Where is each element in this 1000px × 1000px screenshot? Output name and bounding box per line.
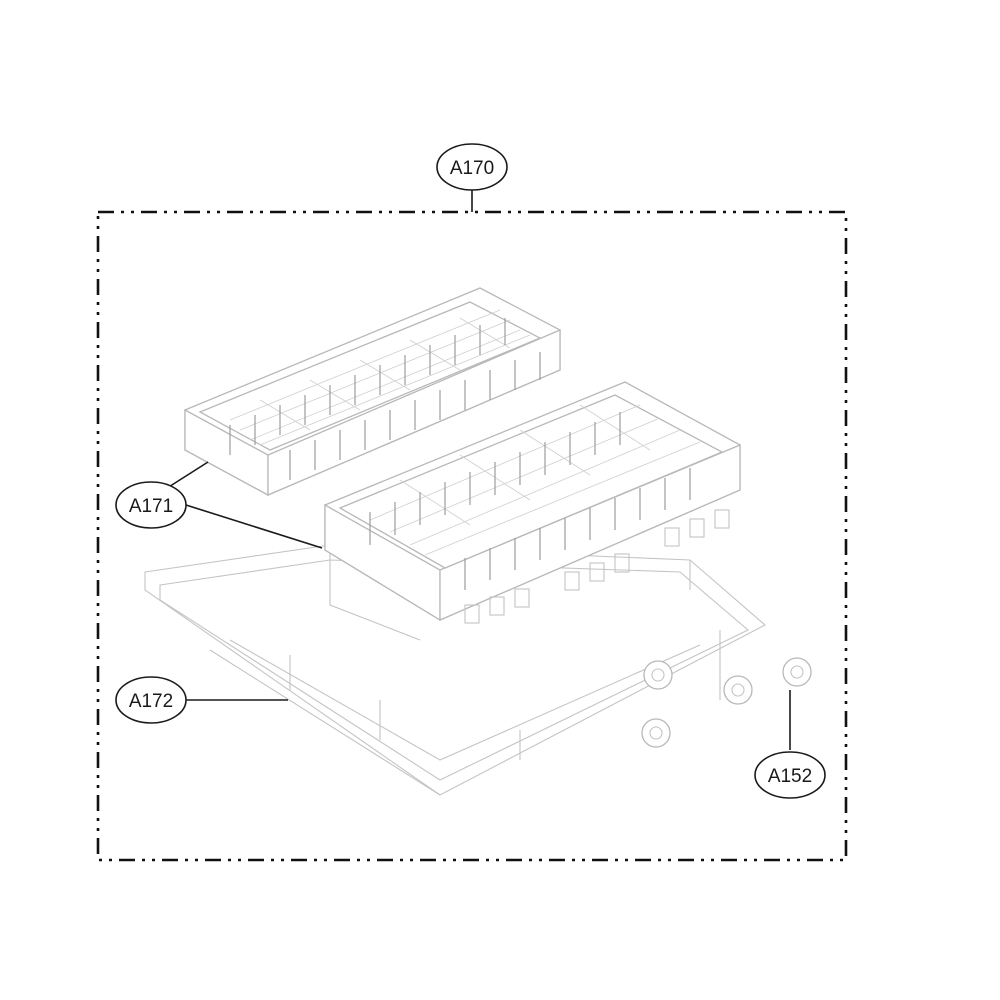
- callout-basket-label: A171: [129, 496, 173, 517]
- right-basket-part: [324, 381, 741, 624]
- callout-frame[interactable]: A172: [115, 676, 187, 724]
- assembly-boundary: [96, 210, 848, 862]
- callout-roller-label: A152: [768, 766, 812, 787]
- left-basket-part: [184, 287, 561, 497]
- callout-assembly[interactable]: A170: [436, 143, 508, 191]
- roller-part: [641, 657, 812, 748]
- callout-frame-label: A172: [129, 691, 173, 712]
- callout-roller[interactable]: A152: [754, 751, 826, 799]
- leader-line-basket-upper: [163, 461, 209, 491]
- leader-line-basket: [185, 504, 323, 549]
- callout-assembly-label: A170: [450, 158, 494, 179]
- callout-basket[interactable]: A171: [115, 481, 187, 529]
